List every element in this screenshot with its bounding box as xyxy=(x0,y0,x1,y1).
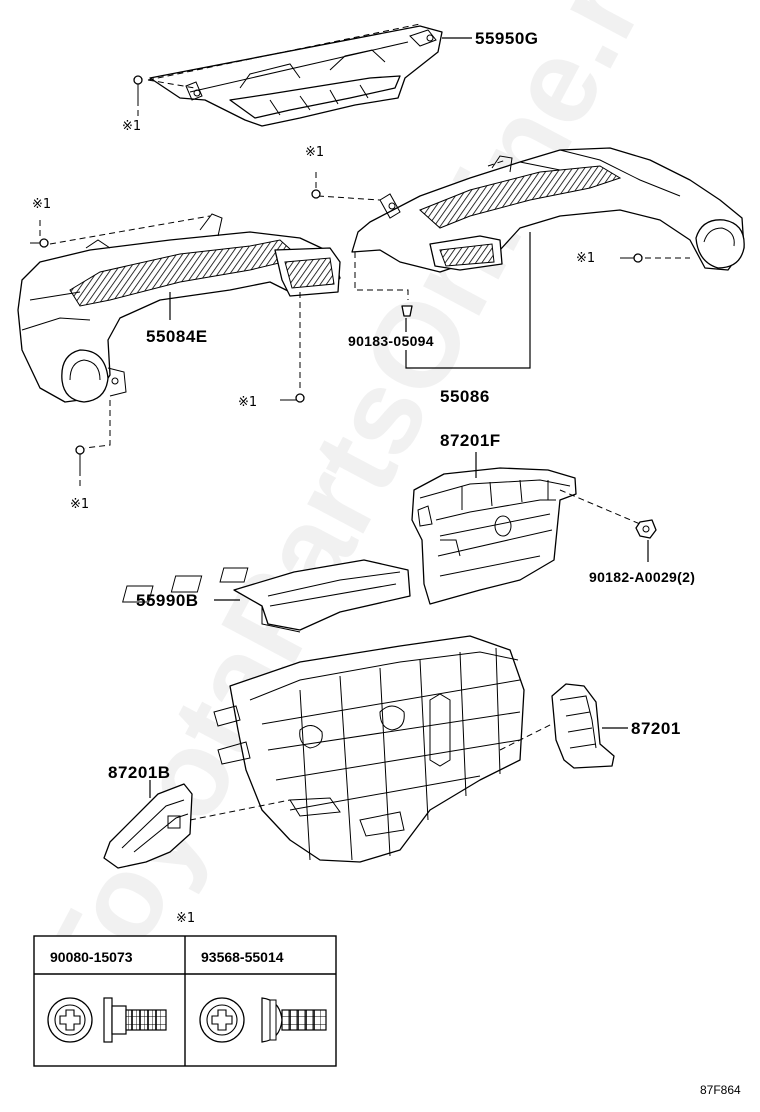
nut-icon xyxy=(635,519,657,539)
screw-marker: ※1 xyxy=(70,497,89,512)
clip-icon xyxy=(401,305,413,317)
screw-icon xyxy=(30,238,49,248)
screw-marker: ※1 xyxy=(122,119,141,134)
legend-marker: ※1 xyxy=(176,911,195,926)
part-number-87201b: 87201B xyxy=(108,763,171,782)
screw-icon xyxy=(75,445,85,470)
screw-icon xyxy=(280,393,305,403)
part-number-87201: 87201 xyxy=(631,719,681,738)
part-number-55950g: 55950G xyxy=(475,29,539,48)
fastener-legend-table xyxy=(33,935,337,1067)
part-number-55990b: 55990B xyxy=(136,591,199,610)
screw-icon xyxy=(133,75,143,100)
screw-marker: ※1 xyxy=(576,251,595,266)
duct-55950g-drawing xyxy=(149,25,443,127)
case-87201f-drawing xyxy=(411,467,577,605)
heater-case-drawing xyxy=(213,635,525,863)
part-number-90183-05094: 90183-05094 xyxy=(348,333,434,349)
screw-marker: ※1 xyxy=(32,197,51,212)
cover-87201-drawing xyxy=(551,683,615,769)
screw-icon xyxy=(311,189,321,199)
screw-marker: ※1 xyxy=(305,145,324,160)
diagram-code: 87F864 xyxy=(700,1083,741,1097)
legend-part-1: 90080-15073 xyxy=(50,949,133,965)
flange-bolt-icon xyxy=(47,997,167,1043)
screw-icon xyxy=(620,253,643,263)
duct-55086-drawing xyxy=(351,147,745,273)
screw-marker: ※1 xyxy=(238,395,257,410)
pan-head-screw-icon xyxy=(199,997,327,1043)
cover-87201b-drawing xyxy=(103,783,193,869)
part-number-90182-a0029: 90182-A0029(2) xyxy=(589,569,695,585)
part-number-55084e: 55084E xyxy=(146,327,208,346)
part-number-55086: 55086 xyxy=(440,387,490,406)
duct-55084e-drawing xyxy=(17,213,341,403)
legend-part-2: 93568-55014 xyxy=(201,949,284,965)
duct-55990b-drawing xyxy=(122,559,411,633)
part-number-87201f: 87201F xyxy=(440,431,501,450)
